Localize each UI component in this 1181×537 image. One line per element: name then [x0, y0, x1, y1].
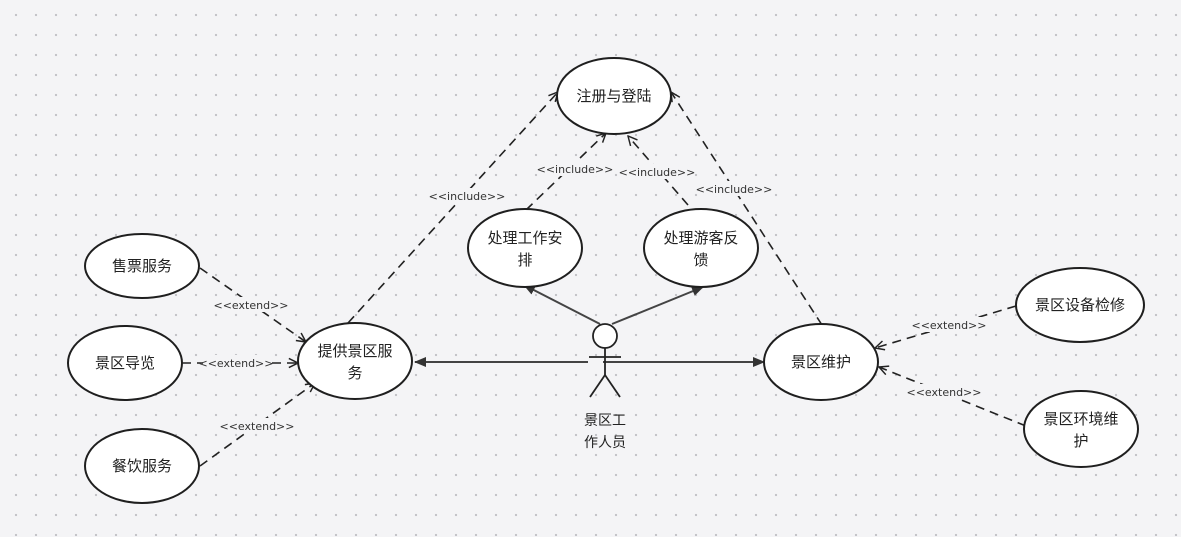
- actor-name-line2: 作人员: [584, 435, 626, 451]
- use-case-provide-scenic-service[interactable]: 提供景区服 务: [297, 322, 413, 400]
- include-label-schedule: <<include>>: [537, 161, 614, 176]
- svg-text:馈: 馈: [693, 251, 708, 269]
- svg-text:<<include>>: <<include>>: [696, 183, 773, 196]
- use-case-scenic-maintenance[interactable]: 景区维护: [763, 323, 879, 401]
- use-case-dining-service[interactable]: 餐饮服务: [84, 428, 200, 504]
- include-edge-schedule-to-register: [525, 133, 606, 211]
- extend-label-guide: <<extend>>: [199, 355, 274, 370]
- extend-label-ticket: <<extend>>: [214, 297, 289, 312]
- extend-label-dining: <<extend>>: [220, 418, 295, 433]
- svg-text:售票服务: 售票服务: [112, 257, 172, 275]
- use-case-scenic-guide[interactable]: 景区导览: [67, 325, 183, 401]
- svg-text:<<extend>>: <<extend>>: [907, 386, 982, 399]
- svg-text:<<include>>: <<include>>: [429, 190, 506, 203]
- actor-name-line1: 景区工: [584, 413, 626, 429]
- svg-text:处理工作安: 处理工作安: [487, 229, 562, 247]
- include-edge-provide-to-register: [347, 92, 558, 324]
- svg-text:<<extend>>: <<extend>>: [199, 357, 274, 370]
- svg-text:<<extend>>: <<extend>>: [214, 299, 289, 312]
- svg-text:注册与登陆: 注册与登陆: [576, 87, 651, 105]
- use-case-handle-schedule[interactable]: 处理工作安 排: [467, 208, 583, 288]
- svg-text:护: 护: [1073, 432, 1088, 450]
- include-label-feedback: <<include>>: [619, 164, 696, 179]
- svg-text:景区设备检修: 景区设备检修: [1035, 296, 1125, 314]
- svg-text:<<include>>: <<include>>: [537, 163, 614, 176]
- use-case-ticket-service[interactable]: 售票服务: [84, 233, 200, 299]
- svg-text:务: 务: [347, 364, 362, 382]
- svg-text:<<extend>>: <<extend>>: [220, 420, 295, 433]
- svg-text:处理游客反: 处理游客反: [663, 229, 738, 247]
- svg-text:景区环境维: 景区环境维: [1043, 410, 1118, 428]
- extend-label-environment: <<extend>>: [907, 384, 982, 399]
- svg-text:<<include>>: <<include>>: [619, 166, 696, 179]
- extend-edge-dining: [199, 383, 315, 467]
- svg-text:餐饮服务: 餐饮服务: [112, 457, 172, 475]
- use-case-register-login[interactable]: 注册与登陆: [556, 57, 672, 135]
- actor-scenic-staff[interactable]: 景区工 作人员: [584, 323, 626, 451]
- assoc-actor-to-feedback: [611, 286, 704, 325]
- actor-head: [592, 323, 618, 349]
- use-case-handle-feedback[interactable]: 处理游客反 馈: [643, 208, 759, 288]
- extend-label-equipment: <<extend>>: [912, 317, 987, 332]
- assoc-actor-to-schedule: [523, 284, 601, 325]
- svg-text:排: 排: [517, 251, 532, 269]
- svg-text:景区维护: 景区维护: [791, 353, 851, 371]
- use-case-equipment-repair[interactable]: 景区设备检修: [1015, 267, 1145, 343]
- include-label-provide: <<include>>: [429, 188, 506, 203]
- svg-text:提供景区服: 提供景区服: [317, 342, 392, 360]
- svg-text:景区导览: 景区导览: [95, 354, 155, 372]
- svg-text:<<extend>>: <<extend>>: [912, 319, 987, 332]
- use-case-environment-maintenance[interactable]: 景区环境维 护: [1023, 390, 1139, 468]
- include-label-maintenance: <<include>>: [696, 181, 773, 196]
- include-edge-maintenance-to-register: [671, 92, 823, 326]
- extend-edge-equipment: [875, 305, 1017, 348]
